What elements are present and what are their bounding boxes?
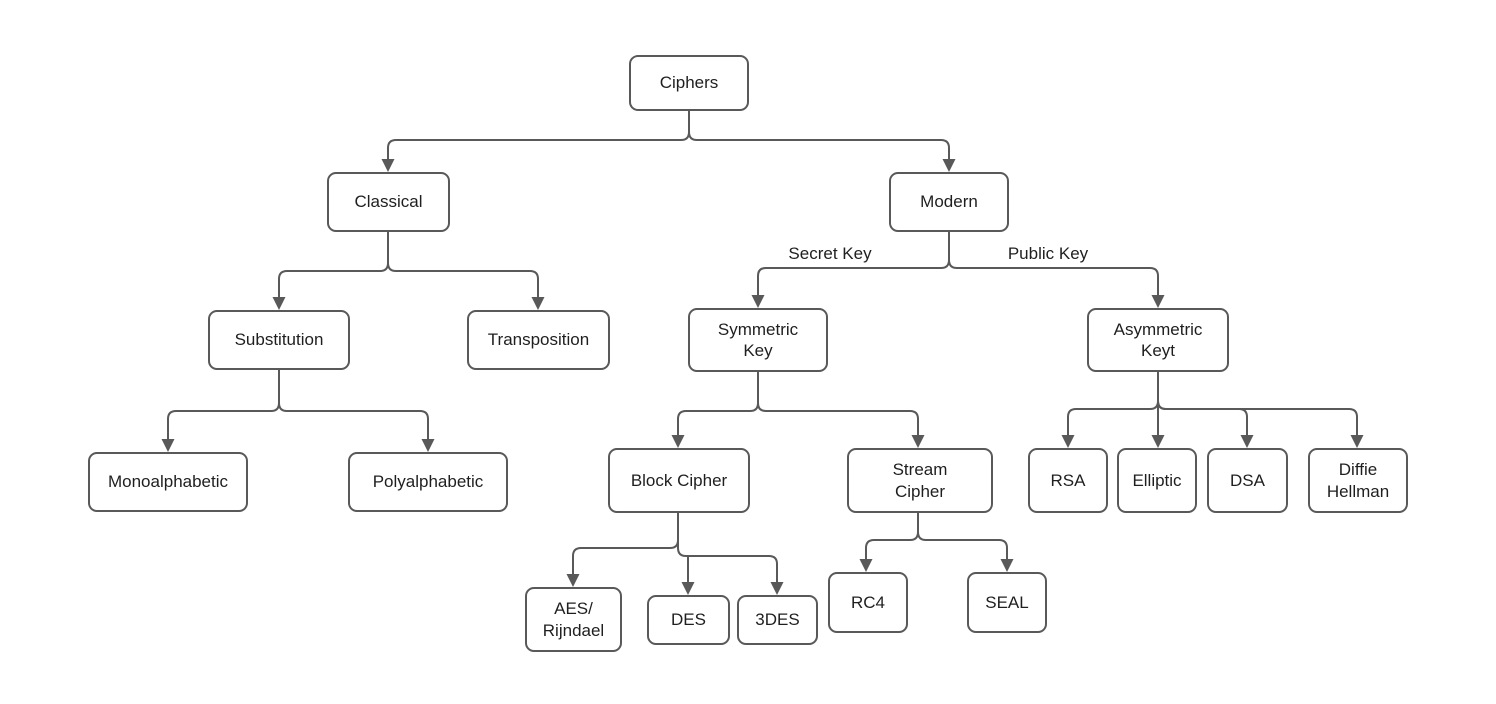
node-diffie-hellman: Diffie Hellman xyxy=(1308,448,1408,513)
node-seal-label: SEAL xyxy=(985,592,1029,612)
edge-symmetric-stream xyxy=(757,371,919,437)
node-aes-rijndael-label: AES/ Rijndael xyxy=(542,599,605,640)
node-rc4: RC4 xyxy=(828,572,908,633)
node-substitution-label: Substitution xyxy=(234,330,324,350)
node-transposition-label: Transposition xyxy=(487,330,590,350)
edge-substitution-monoalphabetic xyxy=(167,369,280,441)
node-stream-cipher-label: Stream Cipher xyxy=(892,460,948,501)
arrowhead-symmetric xyxy=(751,295,765,308)
edge-modern-symmetric xyxy=(757,231,950,297)
node-symmetric-key: Symmetric Key xyxy=(688,308,828,372)
arrowhead-rc4 xyxy=(859,559,873,572)
edge-asymmetric-rsa xyxy=(1067,371,1159,437)
node-des-label: DES xyxy=(671,610,706,630)
node-diffie-hellman-label: Diffie Hellman xyxy=(1326,460,1390,501)
arrowhead-polyalphabetic xyxy=(421,439,435,452)
edge-asymmetric-dsa xyxy=(1157,371,1248,437)
node-dsa: DSA xyxy=(1207,448,1288,513)
node-rsa: RSA xyxy=(1028,448,1108,513)
edge-asymmetric-diffie xyxy=(1157,371,1358,437)
edge-classical-substitution xyxy=(278,231,389,299)
arrowhead-seal xyxy=(1000,559,1014,572)
edge-ciphers-classical xyxy=(387,110,690,161)
node-polyalphabetic-label: Polyalphabetic xyxy=(372,472,484,492)
edge-classical-transposition xyxy=(387,231,539,299)
node-polyalphabetic: Polyalphabetic xyxy=(348,452,508,512)
arrowhead-transposition xyxy=(531,297,545,310)
arrowhead-modern xyxy=(942,159,956,172)
node-classical: Classical xyxy=(327,172,450,232)
node-ciphers: Ciphers xyxy=(629,55,749,111)
node-seal: SEAL xyxy=(967,572,1047,633)
node-substitution: Substitution xyxy=(208,310,350,370)
arrowhead-substitution xyxy=(272,297,286,310)
node-block-cipher-label: Block Cipher xyxy=(630,470,728,490)
node-classical-label: Classical xyxy=(354,192,423,212)
edge-modern-asymmetric xyxy=(948,231,1159,297)
edge-symmetric-block xyxy=(677,371,759,437)
edge-block-3des xyxy=(677,510,778,584)
arrowhead-aes xyxy=(566,574,580,587)
node-rsa-label: RSA xyxy=(1050,470,1086,490)
arrowhead-monoalphabetic xyxy=(161,439,175,452)
node-monoalphabetic-label: Monoalphabetic xyxy=(107,472,229,492)
edge-label-public-key: Public Key xyxy=(1007,244,1089,263)
node-transposition: Transposition xyxy=(467,310,610,370)
edge-block-aes xyxy=(572,510,679,576)
node-des: DES xyxy=(647,595,730,645)
arrowhead-elliptic xyxy=(1151,435,1165,448)
edge-substitution-polyalphabetic xyxy=(278,369,429,441)
node-rc4-label: RC4 xyxy=(850,592,885,612)
edge-stream-rc4 xyxy=(865,510,919,561)
node-dsa-label: DSA xyxy=(1230,470,1265,490)
node-symmetric-key-label: Symmetric Key xyxy=(717,319,799,360)
node-ciphers-label: Ciphers xyxy=(659,73,719,93)
arrowhead-block xyxy=(671,435,685,448)
edge-label-secret-key: Secret Key xyxy=(788,244,872,263)
node-elliptic: Elliptic xyxy=(1117,448,1197,513)
node-3des: 3DES xyxy=(737,595,818,645)
edge-ciphers-modern xyxy=(688,110,950,161)
node-stream-cipher: Stream Cipher xyxy=(847,448,993,513)
arrowhead-3des xyxy=(770,582,784,595)
arrowhead-stream xyxy=(911,435,925,448)
node-elliptic-label: Elliptic xyxy=(1132,470,1182,490)
node-modern: Modern xyxy=(889,172,1009,232)
arrowhead-classical xyxy=(381,159,395,172)
node-monoalphabetic: Monoalphabetic xyxy=(88,452,248,512)
node-asymmetric-keyt: Asymmetric Keyt xyxy=(1087,308,1229,372)
arrowhead-asymmetric xyxy=(1151,295,1165,308)
node-block-cipher: Block Cipher xyxy=(608,448,750,513)
arrowhead-rsa xyxy=(1061,435,1075,448)
arrowhead-des xyxy=(681,582,695,595)
arrowhead-dsa xyxy=(1240,435,1254,448)
node-asymmetric-keyt-label: Asymmetric Keyt xyxy=(1113,319,1203,360)
arrowhead-diffie xyxy=(1350,435,1364,448)
node-aes-rijndael: AES/ Rijndael xyxy=(525,587,622,652)
edge-stream-seal xyxy=(917,510,1008,561)
node-modern-label: Modern xyxy=(920,192,978,212)
node-3des-label: 3DES xyxy=(755,610,800,630)
